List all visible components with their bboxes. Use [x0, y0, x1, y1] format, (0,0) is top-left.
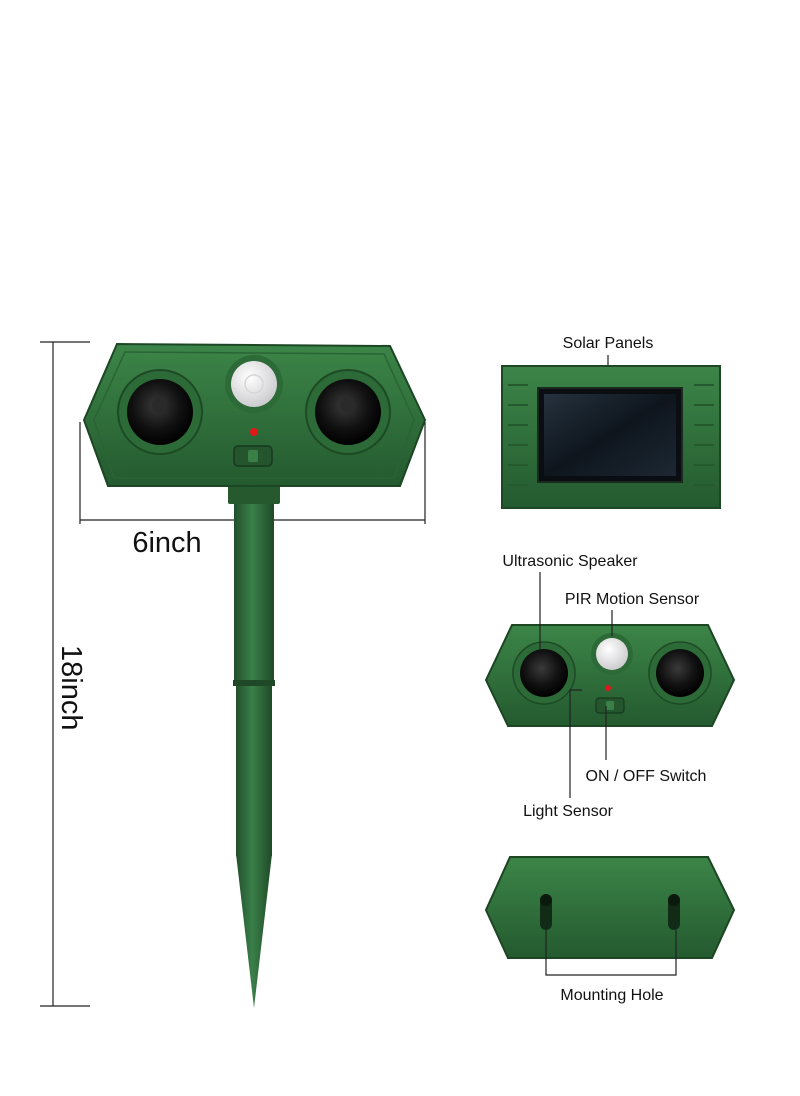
width-label: 6inch	[132, 527, 201, 559]
front-detail-view	[484, 624, 736, 727]
led-icon	[250, 428, 258, 436]
front-pointer-lines	[539, 572, 613, 798]
mounting-hole-icon	[540, 894, 552, 930]
pir-sensor-icon	[591, 633, 633, 675]
mounting-pointer-lines	[545, 930, 677, 976]
stake-spike	[236, 854, 272, 1008]
speaker-icon	[512, 641, 576, 705]
led-icon	[605, 685, 611, 691]
speaker-icon	[305, 369, 391, 455]
solar-panels-label: Solar Panels	[563, 335, 654, 352]
height-dimension	[40, 341, 90, 1007]
stake-upper	[234, 500, 274, 683]
ultrasonic-speaker-label: Ultrasonic Speaker	[502, 553, 638, 570]
light-sensor-label: Light Sensor	[523, 803, 614, 820]
pir-sensor-icon	[225, 355, 283, 413]
on-off-switch-label: ON / OFF Switch	[586, 768, 707, 785]
speaker-icon	[117, 369, 203, 455]
height-label: 18inch	[55, 645, 87, 730]
speaker-icon	[648, 641, 712, 705]
switch-icon	[233, 445, 273, 467]
mounting-hole-icon	[668, 894, 680, 930]
back-view	[484, 856, 736, 959]
solar-panel-view	[501, 365, 721, 509]
stake-lower	[236, 686, 272, 856]
mounting-hole-label: Mounting Hole	[560, 987, 663, 1004]
pir-motion-sensor-label: PIR Motion Sensor	[565, 591, 700, 608]
switch-icon	[595, 697, 625, 714]
main-device	[82, 342, 427, 1008]
